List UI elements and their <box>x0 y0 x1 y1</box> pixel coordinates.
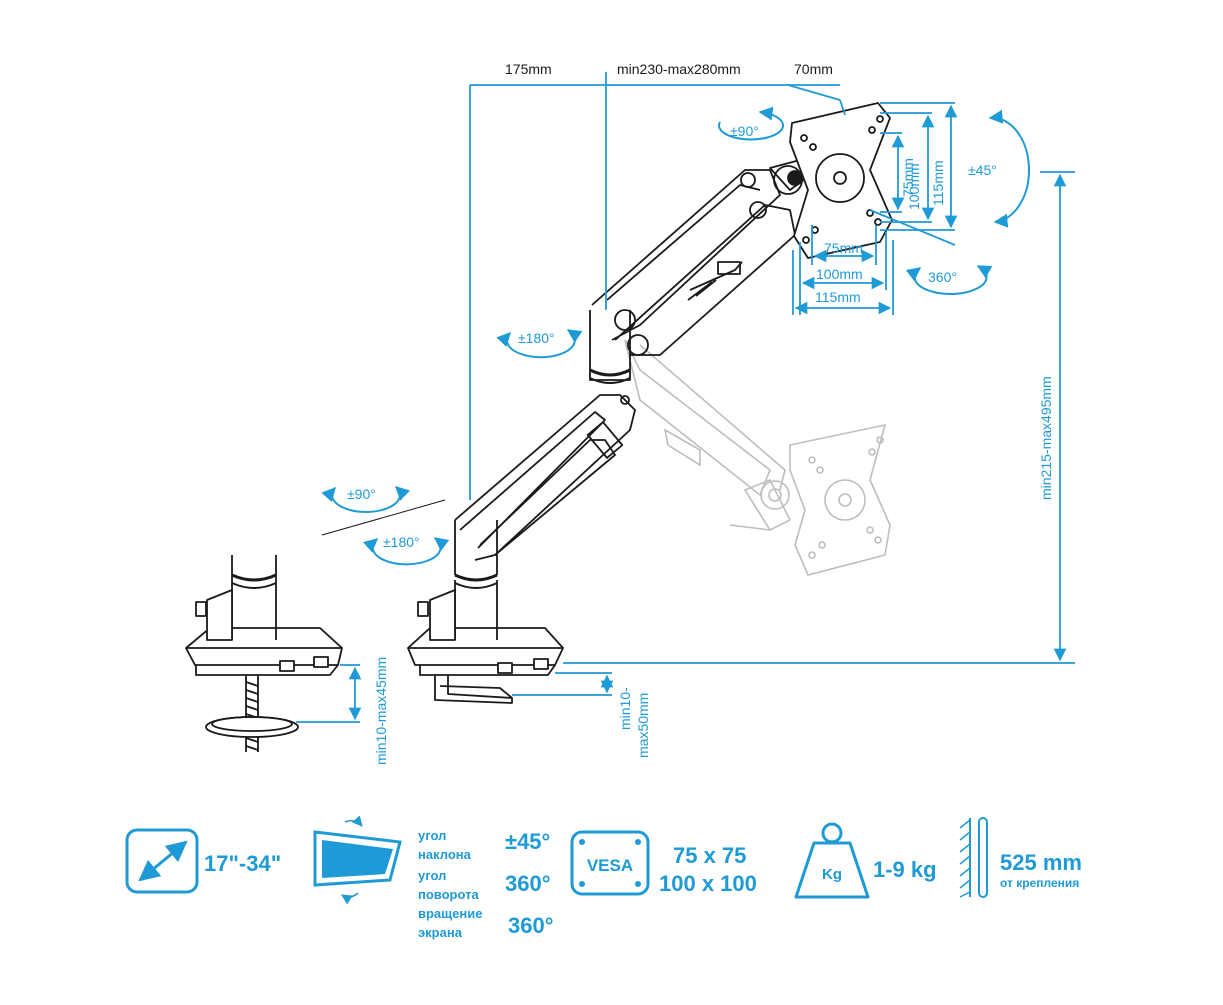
rotation-head-tilt: ±45° <box>968 109 1030 228</box>
rotation-base-swivel: ±90° <box>321 486 410 513</box>
dim-arm-top: 175mm <box>505 61 552 77</box>
svg-text:±90°: ±90° <box>347 486 376 502</box>
svg-text:75 x 75: 75 x 75 <box>673 843 746 868</box>
tilted-monitor-icon <box>313 830 402 887</box>
dimension-lines <box>296 72 1075 723</box>
dim-grommet-range-1: min10- <box>617 687 633 730</box>
dim-head-offset: 70mm <box>794 61 833 77</box>
svg-text:от крепления: от крепления <box>1000 876 1079 890</box>
screen-size-icon <box>125 828 199 894</box>
dim-clamp-range: min10-max45mm <box>373 657 389 765</box>
dim-vesa-h-small: 75mm <box>824 240 863 256</box>
dim-vesa-h-large: 115mm <box>815 289 861 305</box>
dim-vesa-v-large: 115mm <box>930 160 946 206</box>
svg-text:вращение: вращение <box>418 906 482 921</box>
rotation-elbow: ±180° <box>496 329 583 359</box>
svg-text:±45°: ±45° <box>968 162 997 178</box>
svg-text:17"-34": 17"-34" <box>204 851 281 876</box>
dim-arm-reach: min230-max280mm <box>617 61 741 77</box>
svg-text:1-9 kg: 1-9 kg <box>873 857 937 882</box>
svg-text:360°: 360° <box>928 269 957 285</box>
spec-angles: угол наклона ±45° угол поворота 360° вра… <box>313 815 554 940</box>
svg-text:угол: угол <box>418 828 446 843</box>
dim-vesa-v-small: 75mm <box>900 158 916 197</box>
vesa-icon <box>570 830 650 896</box>
svg-text:±45°: ±45° <box>505 829 550 854</box>
rotation-base-rotate: ±180° <box>362 534 450 566</box>
svg-text:угол: угол <box>418 868 446 883</box>
svg-text:поворота: поворота <box>418 887 479 902</box>
spec-weight: Kg 1-9 kg <box>794 822 937 899</box>
spec-screen-size: 17"-34" <box>125 828 281 894</box>
dim-vesa-h-mid: 100mm <box>816 266 863 282</box>
svg-text:Kg: Kg <box>822 866 842 883</box>
svg-text:±180°: ±180° <box>383 534 420 550</box>
dim-grommet-range-2: max50mm <box>635 693 651 758</box>
rotation-head-rotate: 360° <box>905 265 993 295</box>
rotation-head-swivel: ±90° <box>718 106 785 141</box>
dim-height-range: min215-max495mm <box>1038 376 1054 500</box>
spec-reach: 525 mm от крепления <box>959 817 1082 898</box>
svg-text:360°: 360° <box>508 913 554 938</box>
dim-vesa-v-mid: 100mm <box>906 163 922 210</box>
svg-text:±90°: ±90° <box>730 123 759 139</box>
svg-text:525 mm: 525 mm <box>1000 850 1082 875</box>
spec-vesa: VESA 75 x 75 100 x 100 <box>570 830 757 896</box>
svg-text:экрана: экрана <box>418 925 463 940</box>
weight-icon <box>821 822 843 844</box>
svg-text:наклона: наклона <box>418 847 472 862</box>
svg-text:VESA: VESA <box>587 856 633 875</box>
ghost-arm <box>624 339 891 576</box>
svg-text:360°: 360° <box>505 871 551 896</box>
svg-text:100 x 100: 100 x 100 <box>659 871 757 896</box>
svg-text:±180°: ±180° <box>518 330 555 346</box>
swivel-plane-line <box>321 499 446 536</box>
arm-drawing <box>185 102 893 752</box>
